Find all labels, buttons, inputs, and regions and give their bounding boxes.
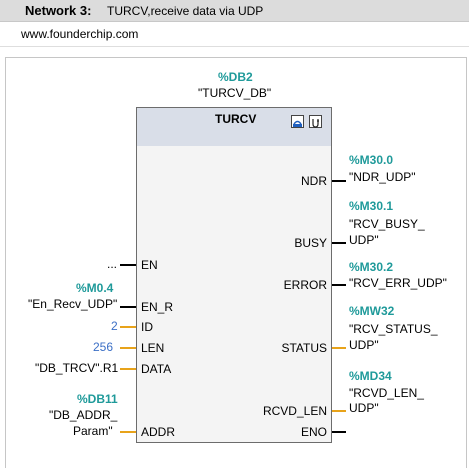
wire-en <box>120 264 136 266</box>
network-title[interactable]: TURCV,receive data via UDP <box>107 4 264 18</box>
pin-en: EN <box>141 258 158 272</box>
operand-addr-line2[interactable]: Param" <box>73 424 113 438</box>
pin-addr: ADDR <box>141 425 176 439</box>
address-addr[interactable]: %DB11 <box>77 392 118 406</box>
wire-error <box>332 284 346 286</box>
wire-busy <box>332 242 346 244</box>
pin-eno: ENO <box>300 425 327 439</box>
operand-status-line1[interactable]: "RCV_STATUS_ <box>349 322 438 336</box>
operand-ndr[interactable]: "NDR_UDP" <box>349 170 416 184</box>
operand-rcvd-len-line2[interactable]: UDP" <box>349 401 379 415</box>
pin-error: ERROR <box>283 278 327 292</box>
wire-addr <box>120 431 136 433</box>
operand-data[interactable]: "DB_TRCV".R1 <box>35 361 119 375</box>
wire-rcvd-len <box>332 410 346 412</box>
operand-busy-line2[interactable]: UDP" <box>349 233 379 247</box>
address-busy[interactable]: %M30.1 <box>349 199 394 213</box>
wire-status <box>332 347 346 349</box>
wire-eno <box>332 431 346 433</box>
block-title: TURCV <box>215 112 257 126</box>
operand-error[interactable]: "RCV_ERR_UDP" <box>349 276 447 290</box>
address-ndr[interactable]: %M30.0 <box>349 153 394 167</box>
pin-busy: BUSY <box>294 236 327 250</box>
address-error[interactable]: %M30.2 <box>349 260 394 274</box>
operand-busy-line1[interactable]: "RCV_BUSY_ <box>349 217 425 231</box>
wire-id <box>120 326 136 328</box>
operand-en-r[interactable]: "En_Recv_UDP" <box>28 297 118 311</box>
pin-en-r: EN_R <box>141 300 174 314</box>
pin-len: LEN <box>141 341 165 355</box>
diagnostics-icon[interactable] <box>309 115 322 128</box>
instance-db-name[interactable]: "TURCV_DB" <box>198 86 272 100</box>
instance-db-address[interactable]: %DB2 <box>218 70 253 84</box>
wire-data <box>120 368 136 370</box>
wire-en-r <box>120 306 136 308</box>
online-monitor-icon[interactable] <box>291 115 304 128</box>
operand-status-line2[interactable]: UDP" <box>349 338 379 352</box>
address-status[interactable]: %MW32 <box>349 304 395 318</box>
network-comment[interactable]: www.founderchip.com <box>0 22 469 47</box>
address-en-r[interactable]: %M0.4 <box>76 281 114 295</box>
address-rcvd-len[interactable]: %MD34 <box>349 369 392 383</box>
operand-id[interactable]: 2 <box>111 319 118 333</box>
pin-data: DATA <box>141 362 172 376</box>
pin-id: ID <box>141 320 153 334</box>
operand-rcvd-len-line1[interactable]: "RCVD_LEN_ <box>349 386 424 400</box>
pin-rcvd-len: RCVD_LEN <box>262 404 327 418</box>
wire-ndr <box>332 180 346 182</box>
network-number: Network 3: <box>25 3 92 18</box>
turcv-block[interactable]: TURCV EN EN_R ID LEN DATA ADDR NDR BUSY … <box>136 107 332 443</box>
network-comment-text: www.founderchip.com <box>21 27 139 41</box>
block-header: TURCV <box>137 108 331 146</box>
operand-len[interactable]: 256 <box>93 340 114 354</box>
operand-addr-line1[interactable]: "DB_ADDR_ <box>49 408 118 422</box>
pin-ndr: NDR <box>301 174 327 188</box>
network-header[interactable]: Network 3: TURCV,receive data via UDP <box>0 0 469 22</box>
operand-en[interactable]: ... <box>107 257 118 271</box>
wire-len <box>120 347 136 349</box>
pin-status: STATUS <box>281 341 327 355</box>
